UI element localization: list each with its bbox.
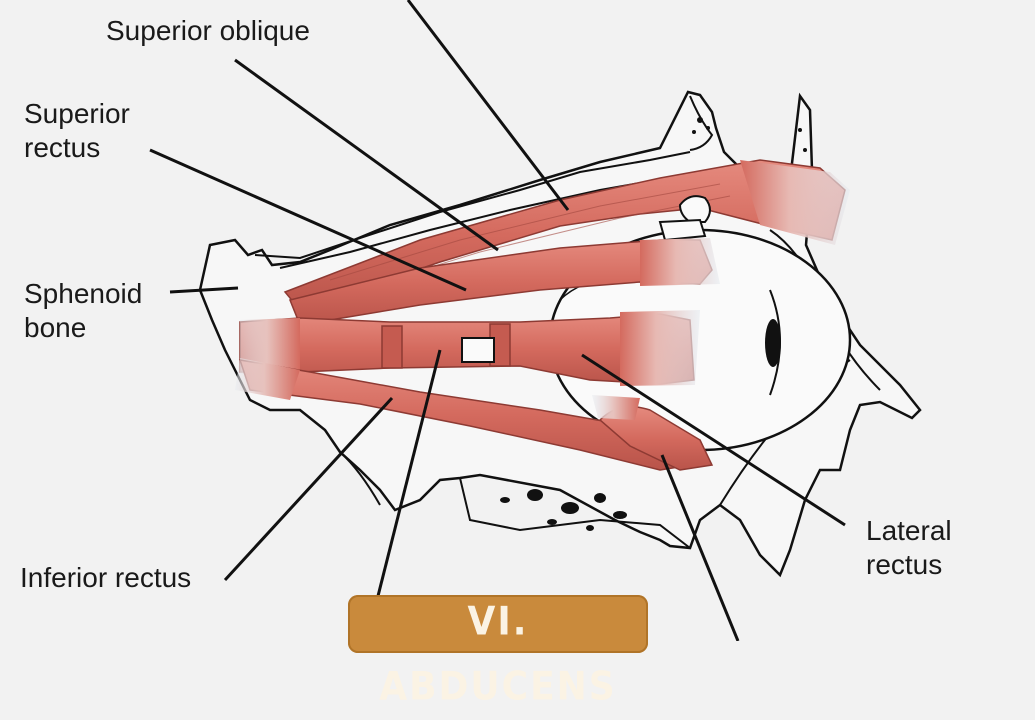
superior-rectus-muscle <box>288 238 720 326</box>
leader-lateral-rectus <box>581 353 846 527</box>
leader-sphenoid <box>169 286 239 294</box>
label-sphenoid-line2: bone <box>24 312 87 343</box>
inferior-oblique-muscle <box>592 395 714 471</box>
label-superior-oblique: Superior oblique <box>106 15 310 46</box>
inferior-rectus-muscle <box>235 358 712 471</box>
leader-inferior-oblique <box>660 454 740 641</box>
leader-abducens <box>376 349 442 597</box>
leader-superior-oblique <box>234 58 499 252</box>
label-lateral-rectus-line1: Lateral <box>866 515 952 546</box>
leader-top <box>406 0 570 211</box>
leader-superior-rectus <box>149 148 467 292</box>
label-superior-rectus: Superior rectus <box>24 97 130 165</box>
bone-foramina <box>500 117 807 531</box>
trochlea <box>658 195 711 242</box>
label-superior-rectus-line2: rectus <box>24 132 101 163</box>
leader-inferior-rectus <box>223 396 394 582</box>
label-lateral-rectus-line2: rectus <box>866 549 943 580</box>
label-sphenoid-bone: Sphenoid bone <box>24 277 142 345</box>
abducens-nerve-banner: VI. ABDUCENS <box>348 595 648 709</box>
abducens-banner-text: VI. ABDUCENS <box>379 599 617 709</box>
label-superior-rectus-line1: Superior <box>24 98 130 129</box>
leader-lines <box>149 0 846 641</box>
label-sphenoid-line1: Sphenoid <box>24 278 143 309</box>
label-lateral-rectus: Lateral rectus <box>866 514 952 582</box>
eye-muscles-diagram <box>149 0 922 641</box>
label-inferior-rectus: Inferior rectus <box>20 562 192 593</box>
lateral-rectus-muscle <box>239 310 700 386</box>
